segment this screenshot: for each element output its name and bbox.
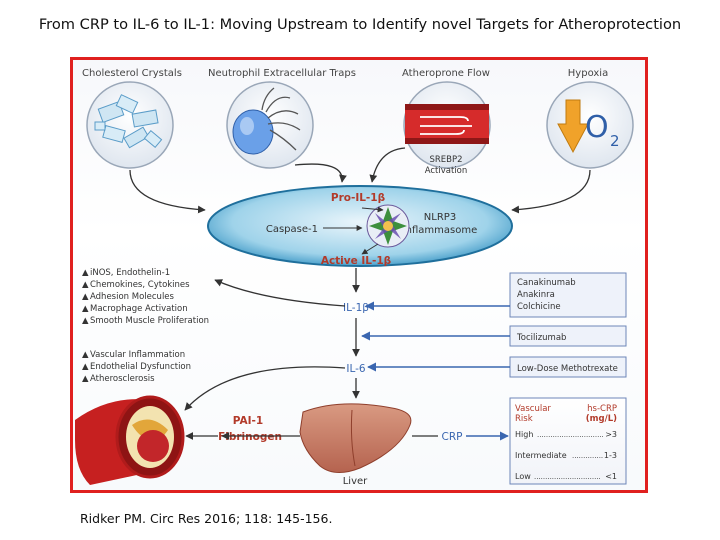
label-atheroprone-flow: Atheroprone Flow — [402, 68, 490, 79]
label-cholesterol-crystals: Cholesterol Crystals — [82, 68, 182, 79]
srebp2-label-line2: Activation — [425, 166, 468, 176]
svg-text:▲: ▲ — [82, 316, 89, 326]
nlrp3-label-line2: Inflammasome — [403, 225, 478, 236]
pai1-label: PAI-1 — [233, 415, 263, 427]
risk-row-value: <1 — [605, 472, 617, 481]
atheroprone-flow-icon — [403, 81, 491, 169]
drug-colchicine: Colchicine — [517, 302, 561, 312]
label-hypoxia: Hypoxia — [568, 68, 608, 79]
arrow-hypoxia — [511, 169, 591, 214]
risk-row-label: Intermediate — [515, 451, 567, 460]
liver-icon — [299, 403, 412, 473]
effect-item: Macrophage Activation — [90, 304, 188, 314]
o2-subscript: 2 — [610, 132, 620, 150]
risk-row-dots: .............................. — [534, 473, 601, 481]
svg-text:▲: ▲ — [82, 362, 89, 372]
srebp2-label-line1: SREBP2 — [429, 155, 462, 165]
svg-text:▲: ▲ — [82, 268, 89, 278]
neutrophil-traps-icon — [226, 81, 314, 169]
risk-row-value: >3 — [605, 430, 617, 439]
drug-box-il1b — [509, 272, 627, 318]
risk-row-label: High — [515, 430, 533, 439]
arrow-il6-effects — [184, 366, 346, 411]
citation: Ridker PM. Circ Res 2016; 118: 145-156. — [80, 511, 333, 526]
effect-item: Chemokines, Cytokines — [90, 280, 190, 290]
figure-title: From CRP to IL-6 to IL-1: Moving Upstrea… — [38, 16, 682, 33]
drug-canakinumab: Canakinumab — [517, 278, 576, 288]
risk-table — [509, 397, 627, 485]
effect-item: Vascular Inflammation — [90, 350, 185, 360]
effect-item: Smooth Muscle Proliferation — [90, 316, 209, 326]
risk-row-label: Low — [515, 472, 531, 481]
fibrinogen-label: Fibrinogen — [218, 431, 282, 443]
caspase-label: Caspase-1 — [266, 224, 318, 235]
hypoxia-icon: O 2 — [546, 81, 634, 169]
arrow-flow — [369, 147, 406, 183]
svg-text:▲: ▲ — [82, 350, 89, 360]
cholesterol-crystals-icon — [86, 81, 174, 169]
pro-il1b-label: Pro-IL-1β — [331, 192, 386, 204]
risk-row-dots: .............................. — [537, 431, 604, 439]
active-il1b-label: Active IL-1β — [321, 255, 392, 267]
il6-node: IL-6 — [346, 363, 366, 375]
effect-item: Atherosclerosis — [90, 374, 155, 384]
svg-text:▲: ▲ — [82, 304, 89, 314]
svg-text:▲: ▲ — [82, 292, 89, 302]
il1b-node: IL-1β — [343, 302, 369, 314]
liver-label: Liver — [343, 476, 368, 487]
inflammasome-icon — [366, 204, 410, 248]
drug-tocilizumab: Tocilizumab — [516, 333, 566, 343]
effect-item: iNOS, Endothelin-1 — [90, 268, 170, 278]
arrow-il1b-effects — [214, 279, 346, 307]
arrow-nets — [294, 163, 347, 183]
risk-header-right-2: (mg/L) — [586, 414, 617, 424]
risk-header-right-1: hs-CRP — [587, 404, 617, 414]
nlrp3-label-line1: NLRP3 — [424, 212, 456, 223]
effect-item: Endothelial Dysfunction — [90, 362, 191, 372]
il6-effects-list: ▲Vascular Inflammation ▲Endothelial Dysf… — [82, 350, 191, 384]
risk-header-left-1: Vascular — [515, 404, 551, 414]
label-nets: Neutrophil Extracellular Traps — [208, 68, 356, 79]
artery-icon — [75, 395, 185, 485]
il1b-effects-list: ▲iNOS, Endothelin-1 ▲Chemokines, Cytokin… — [82, 268, 209, 326]
risk-header-left-2: Risk — [515, 414, 533, 424]
drug-methotrexate: Low-Dose Methotrexate — [517, 364, 618, 374]
crp-label: CRP — [442, 431, 463, 443]
svg-text:▲: ▲ — [82, 280, 89, 290]
svg-text:▲: ▲ — [82, 374, 89, 384]
arrow-cholesterol — [129, 169, 206, 214]
drug-anakinra: Anakinra — [517, 290, 555, 300]
risk-row-value: 1-3 — [604, 451, 617, 460]
effect-item: Adhesion Molecules — [90, 292, 175, 302]
risk-row-dots: .............. — [572, 452, 603, 460]
o2-symbol: O — [585, 110, 609, 145]
